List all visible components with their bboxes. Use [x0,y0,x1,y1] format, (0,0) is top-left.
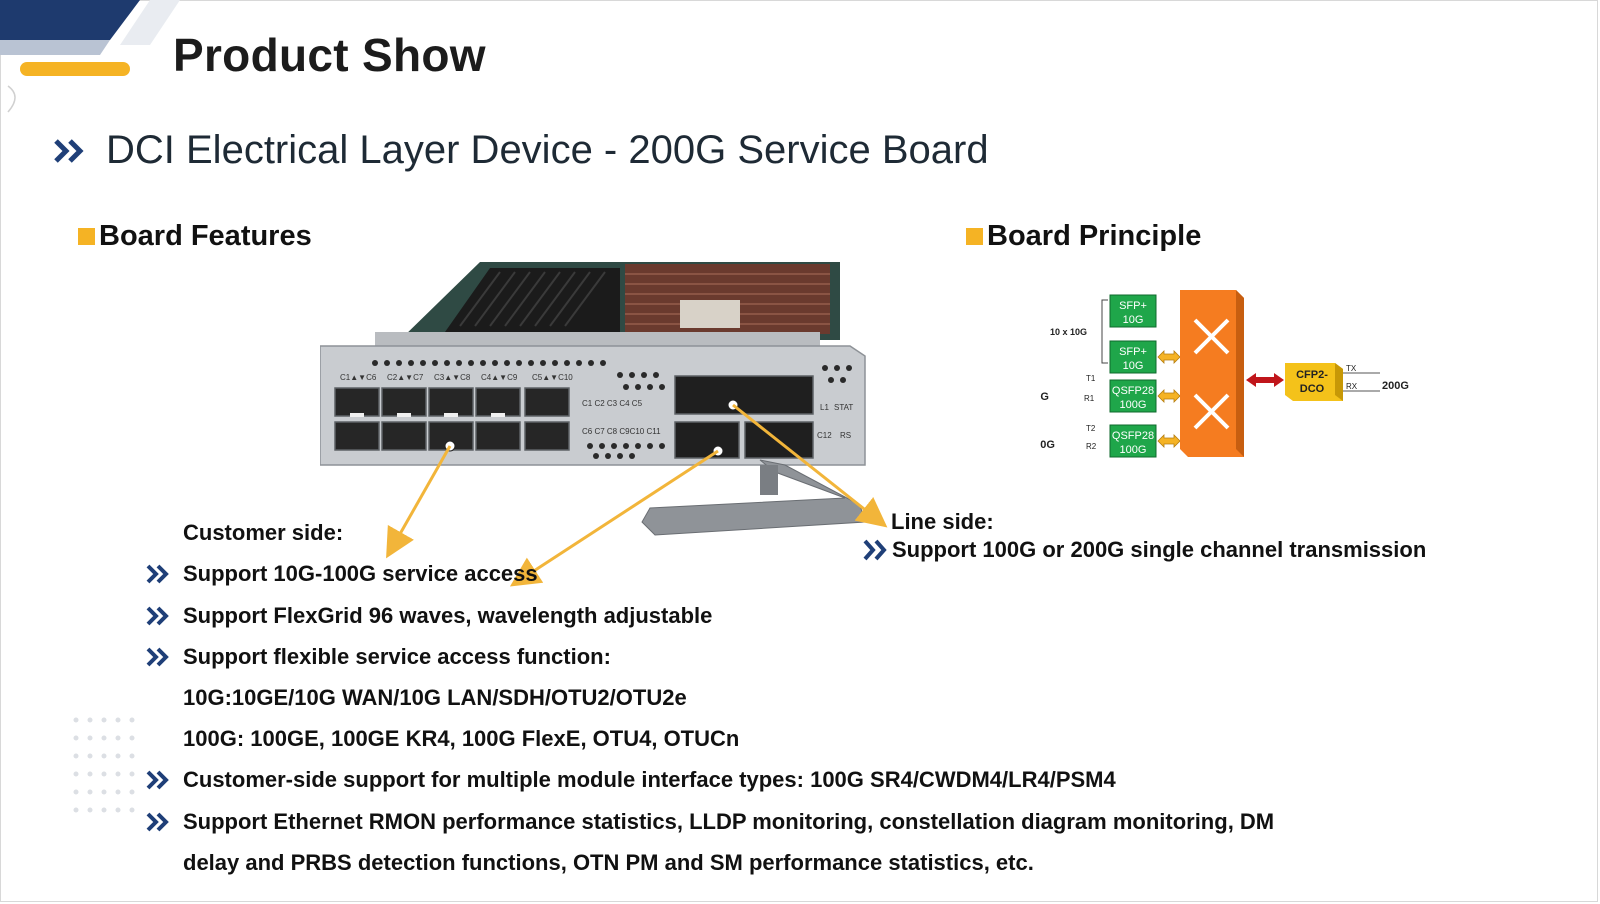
pointer-dot-qsfp [712,445,724,457]
rx-label: RX [1346,382,1358,391]
qsfp-1-line1: QSFP28 [1112,385,1154,397]
customer-bullet-2: Support FlexGrid 96 waves, wavelength ad… [145,603,712,629]
output-200g-label: 200G [1382,380,1409,392]
customer-bullet-5: Support Ethernet RMON performance statis… [145,809,1274,835]
r2-label: R2 [1086,442,1097,451]
sfp-1-line1: SFP+ [1119,300,1147,312]
header-decoration [0,0,180,113]
customer-bullet-5-text: Support Ethernet RMON performance statis… [183,809,1275,834]
qsfp-2-line2: 100G [1120,444,1147,456]
r1-label: R1 [1084,394,1095,403]
customer-bullet-5-continuation: delay and PRBS detection functions, OTN … [183,850,1034,875]
page-title: Product Show [173,29,486,81]
customer-bullet-4: Customer-side support for multiple modul… [145,767,1116,793]
double-chevron-icon [146,647,169,667]
sfp-module-1: SFP+ 10G [1109,294,1157,328]
board-principle-diagram: 10 x 10G SFP+ 10G SFP+ 10G QSFP28 100G Q… [1040,290,1409,458]
board-principle-heading: Board Principle [966,220,1201,253]
square-bullet-icon [966,228,983,245]
service-sub-line-100g: 100G: 100GE, 100GE KR4, 100G FlexE, OTU4… [183,726,740,751]
customer-bullet-1-text: Support 10G-100G service access [183,561,538,586]
customer-bullet-2-text: Support FlexGrid 96 waves, wavelength ad… [183,603,713,628]
customer-bullet-1: Support 10G-100G service access [145,561,538,587]
port-label-c1-c6: C1▲▼C6 [340,373,377,382]
dot-grid-decoration [73,717,135,813]
customer-bullet-3-text: Support flexible service access function… [183,644,611,669]
line-side-bullet: Support 100G or 200G single channel tran… [862,537,1426,563]
pointer-dot-sfp [444,440,456,452]
line-side-text: Support 100G or 200G single channel tran… [892,537,1427,562]
pointer-dot-line [727,399,739,411]
latches [350,413,505,417]
port-label-c4-c9: C4▲▼C9 [481,373,518,382]
service-sub-line-10g: 10G:10GE/10G WAN/10G LAN/SDH/OTU2/OTU2e [183,685,687,710]
port-label-row2: C6 C7 C8 C9C10 C11 [582,427,661,436]
heatsink-copper [625,264,830,334]
board-features-heading: Board Features [78,220,312,253]
square-bullet-icon [78,228,95,245]
sfp-1-line2: 10G [1123,314,1144,326]
sfp-2-line2: 10G [1123,360,1144,372]
subtitle-row: DCI Electrical Layer Device - 200G Servi… [52,128,989,173]
port-label-c12: C12 [817,431,832,440]
sfp-module-2: SFP+ 10G [1109,340,1157,374]
t2-label: T2 [1086,424,1096,433]
double-chevron-icon [54,138,84,163]
sfp-2-line1: SFP+ [1119,346,1147,358]
cfp2-dco-module: CFP2- DCO [1285,363,1343,401]
line-side-label: Line side: [891,509,994,534]
qsfp-1-line2: 100G [1120,399,1147,411]
t1-label: T1 [1086,374,1096,383]
double-chevron-icon [146,770,169,790]
board-features-title: Board Features [99,220,312,252]
left-100g-label-1: 100G [1040,391,1049,403]
port-label-stat: STAT [834,403,853,412]
group-bracket [1101,299,1108,364]
qsfp-2-line1: QSFP28 [1112,430,1154,442]
sfp-cages [334,387,570,451]
customer-bullet-3: Support flexible service access function… [145,644,611,670]
link-arrows [1157,350,1181,448]
cfp-line1: CFP2- [1296,369,1328,381]
tx-label: TX [1346,364,1357,373]
port-label-l1: L1 [820,403,829,412]
switch-fabric [1180,290,1244,457]
cfp-line2: DCO [1300,383,1325,395]
service-board-image: C1▲▼C6 C2▲▼C7 C3▲▼C8 C4▲▼C9 C5▲▼C10 C1 C… [320,262,866,536]
port-label-c2-c7: C2▲▼C7 [387,373,424,382]
double-chevron-icon [146,606,169,626]
page-subtitle: DCI Electrical Layer Device - 200G Servi… [106,128,989,172]
double-chevron-icon [863,539,887,561]
port-label-c3-c8: C3▲▼C8 [434,373,471,382]
port-label-rs: RS [840,431,851,440]
port-label-row1: C1 C2 C3 C4 C5 [582,399,643,408]
port-label-c5-c10: C5▲▼C10 [532,373,573,382]
double-chevron-icon [146,812,169,832]
left-100g-label-2: 100G [1040,439,1055,451]
customer-bullet-4-text: Customer-side support for multiple modul… [183,767,1116,792]
group-label: 10 x 10G [1050,327,1087,337]
ejector-handle [641,459,866,536]
board-principle-title: Board Principle [987,220,1202,252]
qsfp-module-1: QSFP28 100G [1109,379,1157,413]
red-link-arrow [1246,373,1284,387]
heatsink-black [445,268,620,332]
qsfp-module-2: QSFP28 100G [1109,424,1157,458]
customer-side-label: Customer side: [183,520,344,545]
double-chevron-icon [146,564,169,584]
